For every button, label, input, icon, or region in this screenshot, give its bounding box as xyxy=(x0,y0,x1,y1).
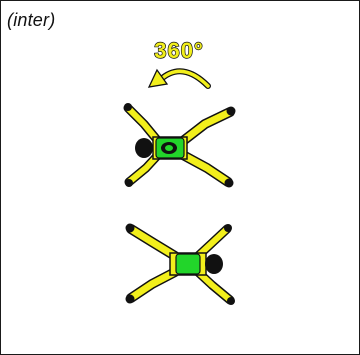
rotation-label: 360° xyxy=(154,38,204,63)
skydiver-bottom xyxy=(125,223,235,305)
curved-arrow-left-icon xyxy=(147,68,211,89)
panel-tag: (inter) xyxy=(7,10,56,30)
skydiver-top xyxy=(123,103,236,188)
